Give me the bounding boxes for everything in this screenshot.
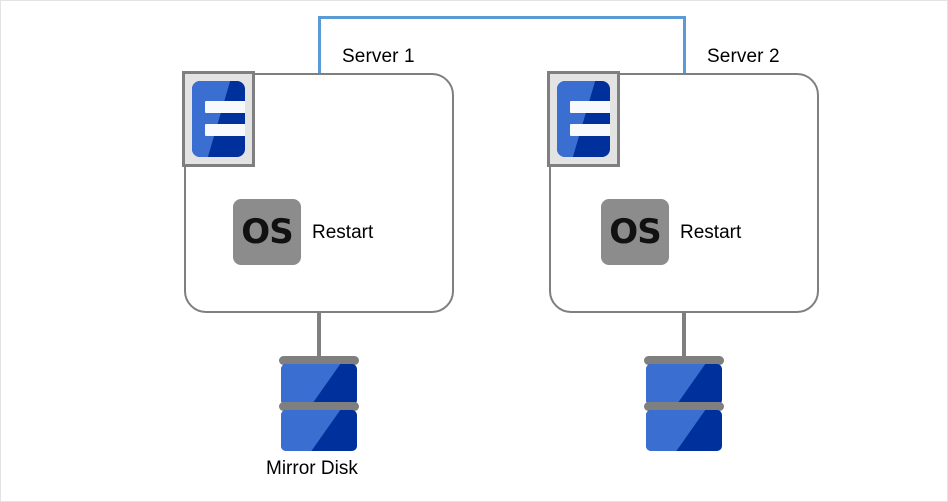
os-badge: OS: [601, 199, 669, 265]
disk-bar: [279, 356, 359, 365]
os-badge: OS: [233, 199, 301, 265]
server-1-status-label: Restart: [312, 222, 374, 243]
mirror-disk-label: Mirror Disk: [266, 458, 358, 479]
disk-icon: [644, 356, 724, 456]
server-bay-slot: [205, 101, 245, 113]
disk-platter: [646, 364, 722, 405]
disk-bar: [644, 402, 724, 411]
server-2-label: Server 2: [707, 46, 780, 67]
server-2-status-label: Restart: [680, 222, 742, 243]
disk-bar: [279, 402, 359, 411]
server-chassis: [557, 81, 610, 157]
disk-platter: [281, 410, 357, 451]
disk-icon: [279, 356, 359, 456]
disk-bar: [644, 356, 724, 365]
server-bay-slot: [205, 124, 245, 136]
server-1-label: Server 1: [342, 46, 415, 67]
server-bay-slot: [570, 101, 610, 113]
interconnect-line-right: [683, 16, 686, 74]
server-1-disk-connector: [317, 313, 321, 361]
server-bay-slot: [570, 124, 610, 136]
server-icon: [547, 71, 620, 167]
server-2-disk-connector: [682, 313, 686, 361]
disk-platter: [646, 410, 722, 451]
interconnect-line-left: [318, 16, 321, 74]
interconnect-line-top: [318, 16, 686, 19]
server-chassis: [192, 81, 245, 157]
server-icon: [182, 71, 255, 167]
disk-platter: [281, 364, 357, 405]
